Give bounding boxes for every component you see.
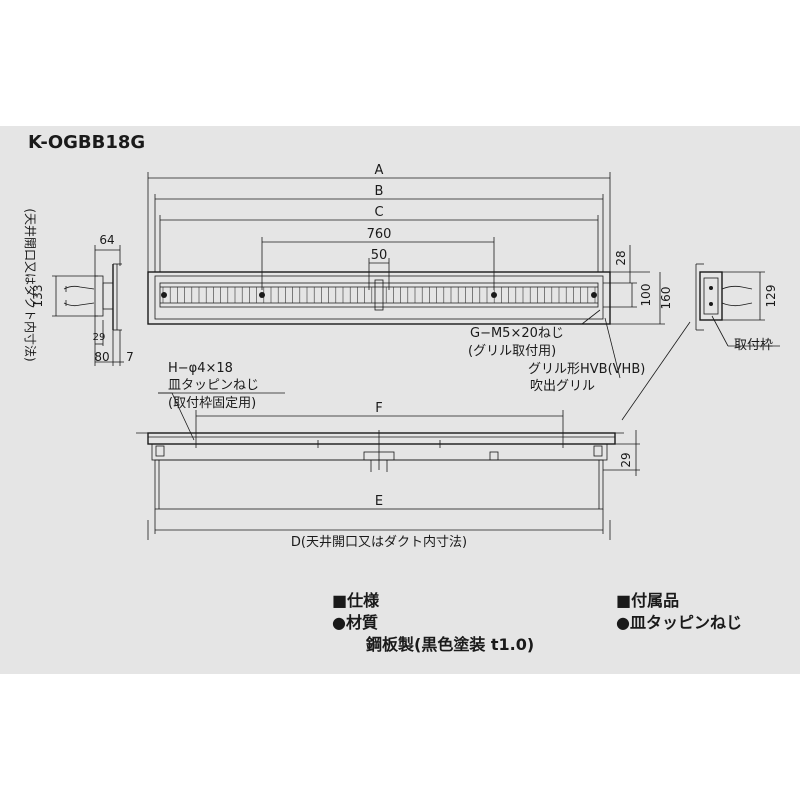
- dim-7: 7: [126, 350, 134, 364]
- dim-160: 160: [659, 287, 673, 310]
- dim-c: C: [374, 205, 383, 220]
- dim-100: 100: [639, 284, 653, 307]
- grille-louvers: [162, 287, 596, 303]
- spec-material-value: 鋼板製(黒色塗装 t1.0): [365, 635, 534, 654]
- bottom-view: H−φ4×18 皿タッピンねじ (取付枠固定用) F: [136, 361, 640, 550]
- accessories: ■付属品 ●皿タッピンねじ: [616, 591, 742, 632]
- front-view-labels: G−M5×20ねじ (グリル取付用) グリル形HVB(VHB) 吹出グリル 取付…: [462, 309, 780, 421]
- grille-type-label: グリル形HVB(VHB): [528, 362, 645, 377]
- side-vertical-label: (天井開口又はダクト内寸法): [23, 208, 38, 361]
- h-screw-label: 皿タッピンねじ: [168, 378, 259, 393]
- spec-heading: ■仕様: [332, 591, 380, 610]
- front-view: A B C 760 50: [147, 163, 673, 325]
- dim-133: 133: [31, 285, 45, 308]
- dim-80: 80: [94, 350, 109, 364]
- dim-760: 760: [367, 227, 392, 242]
- dim-f: F: [375, 401, 382, 416]
- model-title: K-OGBB18G: [28, 132, 145, 153]
- dim-129: 129: [764, 285, 778, 308]
- dim-64: 64: [99, 233, 114, 247]
- left-section-view: (天井開口又はダクト内寸法) 64 133: [23, 208, 134, 366]
- h-hole-label: H−φ4×18: [168, 361, 233, 376]
- g-screw-label: G−M5×20ねじ: [470, 326, 564, 341]
- specifications: ■仕様 ●材質 鋼板製(黒色塗装 t1.0): [332, 591, 534, 654]
- dim-d: D(天井開口又はダクト内寸法): [291, 534, 467, 550]
- louver-slats: [162, 287, 596, 303]
- frame-label: 取付枠: [734, 338, 773, 353]
- dim-28: 28: [614, 250, 628, 265]
- drawing-sheet: [0, 126, 800, 674]
- accessories-heading: ■付属品: [616, 591, 679, 610]
- dim-29-left: 29: [93, 332, 106, 343]
- dim-e: E: [375, 494, 383, 509]
- dim-b: B: [375, 184, 384, 199]
- dim-50: 50: [371, 248, 388, 263]
- right-section-view: 129: [695, 263, 778, 331]
- screw-positions: [192, 440, 567, 448]
- spec-material-label: ●材質: [332, 613, 378, 632]
- h-note-label: (取付枠固定用): [168, 396, 256, 411]
- grille-name-label: 吹出グリル: [530, 379, 595, 394]
- g-screw-note: (グリル取付用): [468, 344, 556, 359]
- dim-29-right: 29: [619, 452, 633, 467]
- dim-a: A: [375, 163, 384, 178]
- accessories-item: ●皿タッピンねじ: [616, 613, 742, 632]
